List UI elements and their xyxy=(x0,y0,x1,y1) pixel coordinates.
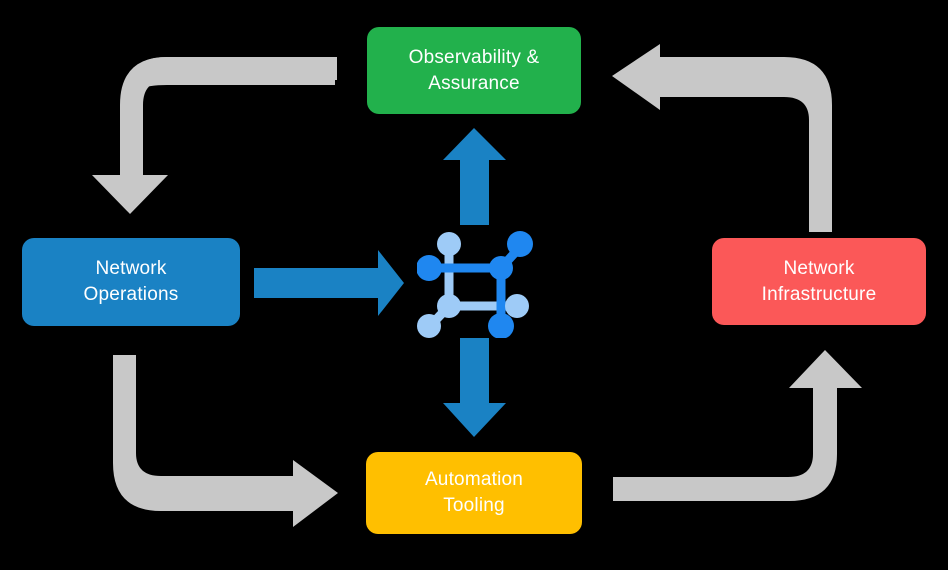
cycle-arrow-observability-to-operations-body xyxy=(92,57,337,214)
hub-arrow-operations-to-center xyxy=(254,250,404,316)
node-box-network-infrastructure[interactable]: Network Infrastructure xyxy=(712,238,926,325)
cycle-arrow-operations-to-automation xyxy=(113,355,338,527)
cycle-arrow-infrastructure-to-observability xyxy=(612,44,832,232)
cycle-arrow-observability-to-operations xyxy=(98,57,335,208)
topology-dark-nodes xyxy=(417,231,533,338)
topology-light-nodes xyxy=(417,232,529,338)
node-box-observability[interactable]: Observability & Assurance xyxy=(367,27,581,114)
network-topology-icon xyxy=(417,231,533,338)
node-box-automation-tooling[interactable]: Automation Tooling xyxy=(366,452,582,534)
hub-arrow-center-to-automation xyxy=(443,338,506,437)
hub-arrow-center-to-observability xyxy=(443,128,506,225)
cycle-arrow-automation-to-infrastructure xyxy=(613,350,862,501)
node-box-network-operations[interactable]: Network Operations xyxy=(22,238,240,326)
